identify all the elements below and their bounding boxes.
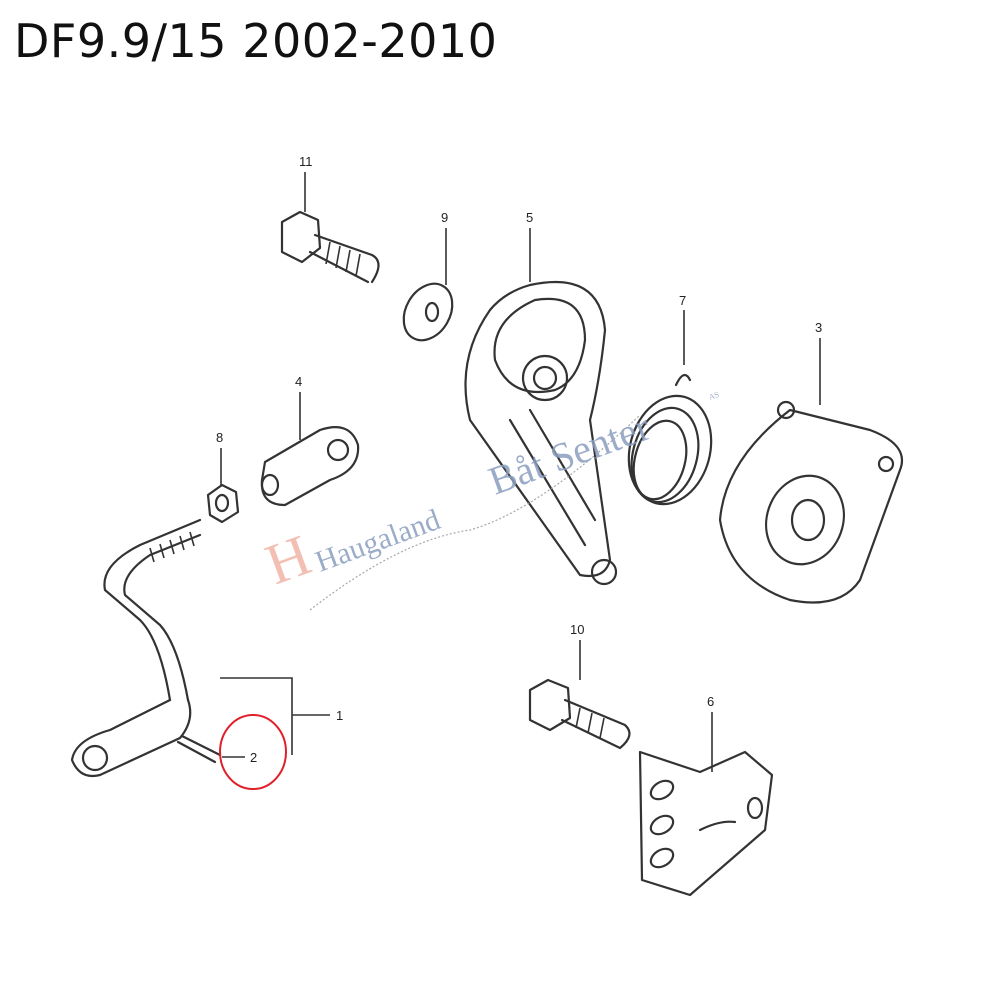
label-11: 11 — [299, 154, 313, 169]
label-6: 6 — [707, 694, 714, 709]
part-11-bolt[interactable]: 11 — [280, 154, 380, 284]
label-4: 4 — [295, 374, 302, 389]
label-10: 10 — [570, 622, 584, 637]
part-8-nut[interactable]: 8 — [206, 430, 240, 524]
label-8: 8 — [216, 430, 223, 445]
part-1-shift-rod[interactable]: 1 — [70, 518, 343, 778]
label-7: 7 — [679, 293, 686, 308]
label-2: 2 — [250, 750, 257, 765]
part-10-bolt[interactable]: 10 — [528, 622, 631, 750]
part-4-rod-joint[interactable]: 4 — [260, 374, 360, 507]
part-3-cam-cover[interactable]: 3 — [718, 320, 903, 604]
page-title: DF9.9/15 2002-2010 — [14, 14, 498, 68]
part-9-washer[interactable]: 9 — [394, 210, 462, 349]
svg-text:H: H — [257, 522, 319, 597]
label-3: 3 — [815, 320, 822, 335]
part-5-shift-arm[interactable]: 5 — [464, 210, 618, 586]
highlight-circle — [219, 714, 287, 790]
watermark-suffix: AS — [708, 390, 721, 402]
part-2-spring-pin[interactable]: 2 — [176, 714, 287, 790]
part-6-bracket-plate[interactable]: 6 — [638, 694, 774, 897]
label-9: 9 — [441, 210, 448, 225]
watermark-line1: Haugaland — [311, 503, 444, 578]
part-7-spring[interactable]: 7 — [617, 293, 723, 513]
label-5: 5 — [526, 210, 533, 225]
watermark-line2: Båt Senter — [483, 404, 656, 504]
label-1: 1 — [336, 708, 343, 723]
